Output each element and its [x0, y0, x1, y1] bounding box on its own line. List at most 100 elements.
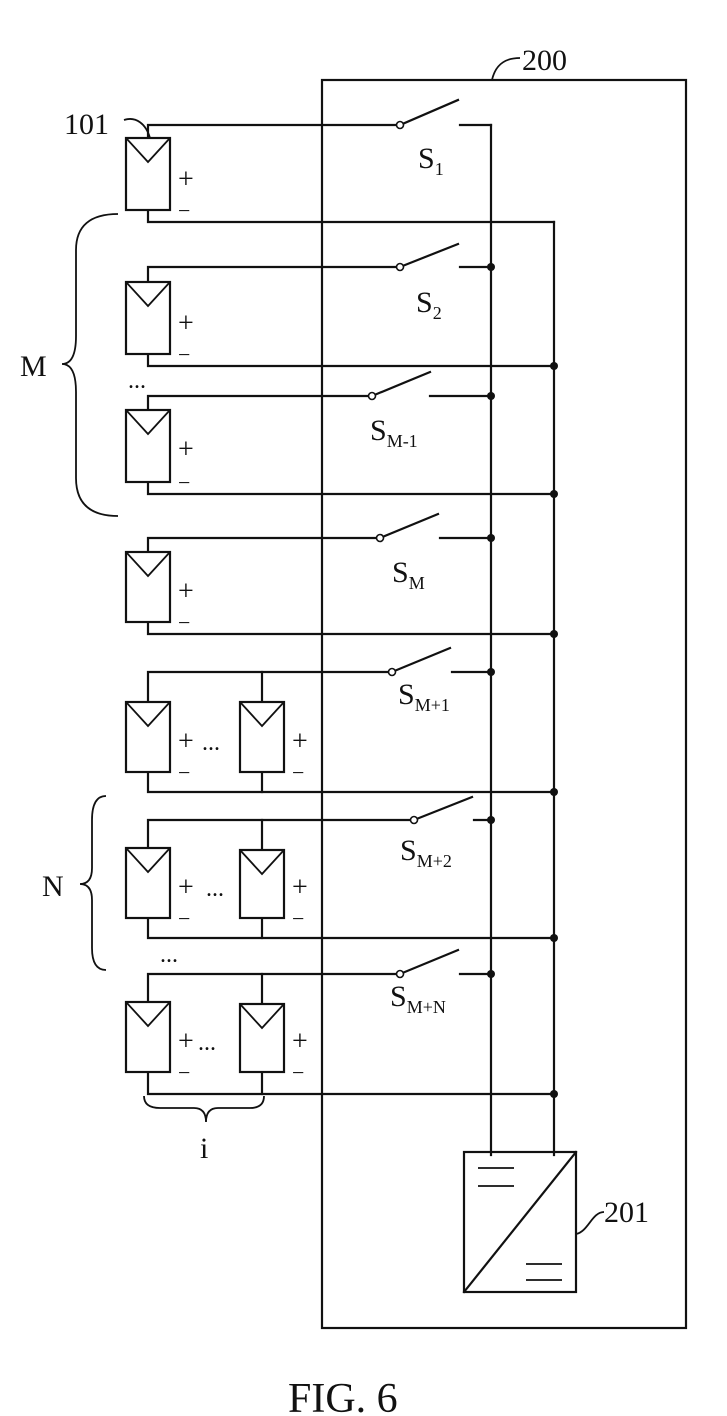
- panel-plus-sign: +: [178, 1026, 194, 1057]
- panel-plus-sign: +: [292, 872, 308, 903]
- string-positive-wire: [148, 820, 414, 848]
- switch-pivot: [397, 122, 404, 129]
- string-negative-wire: [148, 210, 554, 222]
- pv-panel: [240, 1004, 284, 1072]
- string-negative-wire: [148, 1072, 554, 1094]
- panel-plus-sign: +: [178, 726, 194, 757]
- panel-minus-sign: −: [178, 610, 190, 635]
- pv-panel: [240, 702, 284, 772]
- panel-plus-sign: +: [178, 164, 194, 195]
- panel-plus-sign: +: [292, 726, 308, 757]
- group-m-brace: [62, 214, 118, 516]
- bus-junction: [550, 362, 558, 370]
- bus-junction: [550, 1090, 558, 1098]
- bus-junction: [550, 934, 558, 942]
- bus-junction: [487, 816, 495, 824]
- switch-blade: [400, 100, 458, 125]
- ellipsis: ...: [128, 368, 146, 394]
- group-m-label: M: [20, 350, 47, 383]
- panel-plus-sign: +: [178, 872, 194, 903]
- parallel-brace: [144, 1096, 264, 1122]
- dc-dc-converter: [464, 1152, 576, 1292]
- panel-minus-sign: −: [178, 760, 190, 785]
- box-leader-line: [492, 58, 520, 80]
- bus-junction: [550, 788, 558, 796]
- switch-blade: [392, 648, 450, 672]
- bus-junction: [487, 392, 495, 400]
- string-positive-wire: [148, 538, 380, 552]
- panel-leader-line: [124, 119, 150, 138]
- switch-label: SM+1: [398, 678, 450, 715]
- string-m-plus-1: + ... − + − SM+1: [126, 648, 558, 796]
- string-1: + − S1: [126, 100, 554, 223]
- panel-minus-sign: −: [292, 906, 304, 931]
- box-ref-label: 200: [522, 44, 567, 77]
- string-negative-wire: [148, 918, 554, 938]
- panel-minus-sign: −: [178, 342, 190, 367]
- panel-minus-sign: −: [178, 906, 190, 931]
- string-negative-wire: [148, 482, 554, 494]
- switch-blade: [372, 372, 430, 396]
- converter-diagonal: [464, 1152, 576, 1292]
- bus-junction: [550, 630, 558, 638]
- panel-plus-sign: +: [178, 308, 194, 339]
- switch-blade: [380, 514, 438, 538]
- bus-junction: [487, 668, 495, 676]
- switch-blade: [414, 797, 472, 820]
- switch-pivot: [397, 971, 404, 978]
- string-positive-wire: [148, 974, 400, 1002]
- switch-blade: [400, 950, 458, 974]
- figure-caption: FIG. 6: [288, 1376, 398, 1416]
- string-positive-wire: [148, 267, 400, 282]
- converter-ref-label: 201: [604, 1196, 649, 1229]
- bus-junction: [487, 534, 495, 542]
- string-m-plus-2: + ... − + − SM+2: [126, 797, 558, 942]
- parallel-count-label: i: [200, 1132, 208, 1165]
- string-negative-wire: [148, 354, 554, 366]
- panel-minus-sign: −: [292, 1060, 304, 1085]
- bus-junction: [487, 970, 495, 978]
- panel-minus-sign: −: [292, 760, 304, 785]
- panel-plus-sign: +: [178, 576, 194, 607]
- string-positive-wire: [148, 672, 392, 700]
- pv-panel: [240, 850, 284, 918]
- ellipsis: ...: [206, 876, 224, 902]
- bus-junction: [487, 263, 495, 271]
- string-m-plus-n: + ... − + − SM+N: [126, 950, 558, 1098]
- switch-pivot: [397, 264, 404, 271]
- bus-junction: [550, 490, 558, 498]
- switch-pivot: [411, 817, 418, 824]
- group-n-brace: [80, 796, 106, 970]
- string-positive-wire: [148, 396, 372, 410]
- switch-pivot: [389, 669, 396, 676]
- panel-plus-sign: +: [178, 434, 194, 465]
- panel-minus-sign: −: [178, 1060, 190, 1085]
- switch-pivot: [369, 393, 376, 400]
- switch-label: SM+N: [390, 980, 446, 1017]
- string-positive-wire: [148, 125, 400, 138]
- string-negative-wire: [148, 622, 554, 634]
- pv-panel: [126, 138, 170, 210]
- pv-panel: [126, 552, 170, 622]
- pv-panel: [126, 282, 170, 354]
- ellipsis: ...: [202, 730, 220, 756]
- switch-label: SM: [392, 556, 425, 593]
- panel-minus-sign: −: [178, 198, 190, 223]
- group-n-label: N: [42, 870, 64, 903]
- switch-label: S2: [416, 286, 442, 323]
- panel-plus-sign: +: [292, 1026, 308, 1057]
- string-negative-wire: [148, 772, 554, 792]
- pv-panel: [126, 702, 170, 772]
- pv-panel: [126, 410, 170, 482]
- string-2: + − S2: [126, 244, 558, 370]
- panel-minus-sign: −: [178, 470, 190, 495]
- switch-label: SM+2: [400, 834, 452, 871]
- string-m-minus-1: + − SM-1: [126, 372, 558, 498]
- switch-label: SM-1: [370, 414, 418, 451]
- panel-ref-label: 101: [64, 108, 109, 141]
- string-m: + − SM: [126, 514, 558, 638]
- ellipsis: ...: [198, 1030, 216, 1056]
- switch-pivot: [377, 535, 384, 542]
- switch-label: S1: [418, 142, 444, 179]
